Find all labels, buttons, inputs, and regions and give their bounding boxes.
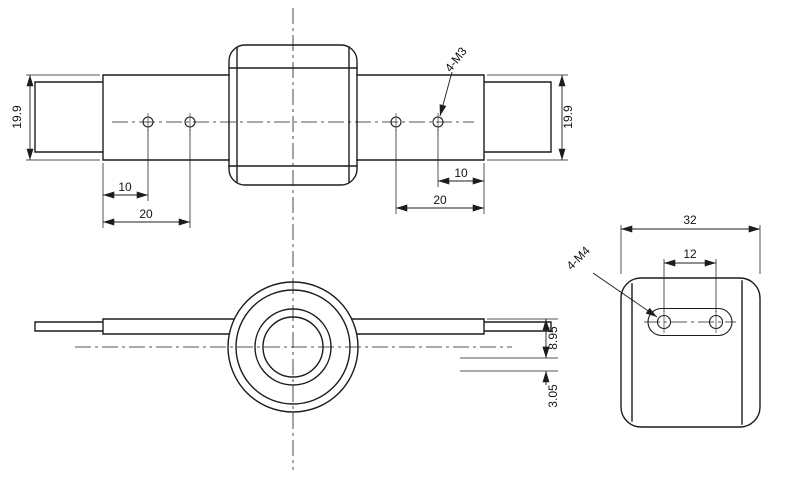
dim-label-center-offset: 3.05 [546, 384, 560, 408]
leader-line-m3 [439, 71, 453, 117]
side-view [620, 277, 761, 428]
dim-label-arm-width-right: 19.9 [561, 105, 575, 129]
body-outer-circle [227, 281, 359, 413]
dim-label-hole-offset-left: 10 [118, 180, 132, 194]
side-view-hole-boss-outline [647, 307, 733, 337]
side-view-groove-lines [631, 280, 743, 425]
dim-label-hole-offset-right: 10 [454, 166, 468, 180]
front-view [34, 281, 552, 413]
side-hole [708, 314, 724, 330]
hole-center-ticks [147, 113, 717, 333]
top-view-arms-outline [34, 74, 552, 161]
bore-counterbore-circle [254, 308, 332, 386]
top-view-body-detail-lines [228, 47, 358, 183]
arm-hole [184, 116, 196, 128]
dim-label-body-width: 32 [683, 213, 697, 227]
extension-lines [26, 74, 761, 372]
dim-label-arm-thickness: 8.95 [546, 326, 560, 350]
dimension-labels: 19.9 19.9 10 20 10 20 4-M3 8.95 3.05 32 … [10, 44, 697, 407]
thread-callout-m3: 4-M3 [442, 44, 470, 74]
side-view-body-outline [620, 277, 761, 428]
front-view-arms-outline [34, 318, 552, 335]
top-view [34, 44, 552, 186]
dim-label-hole-spacing: 12 [683, 247, 697, 261]
body-ring-circle [235, 289, 351, 405]
arm-hole [390, 116, 402, 128]
arm-hole [142, 116, 154, 128]
arm-hole [432, 116, 444, 128]
thread-callout-m4: 4-M4 [564, 243, 593, 272]
front-view-extension-lines [460, 318, 558, 372]
top-view-body-outline [228, 44, 358, 186]
bore-inner-circle [262, 316, 324, 378]
side-view-extension-lines [620, 225, 761, 312]
dim-label-hole-span-left: 20 [139, 207, 153, 221]
centerlines [75, 8, 736, 470]
dim-label-arm-width-left: 19.9 [10, 105, 24, 129]
side-hole [656, 314, 672, 330]
leader-line-m4 [592, 272, 658, 318]
dimension-lines [26, 71, 761, 385]
dim-label-hole-span-right: 20 [433, 193, 447, 207]
